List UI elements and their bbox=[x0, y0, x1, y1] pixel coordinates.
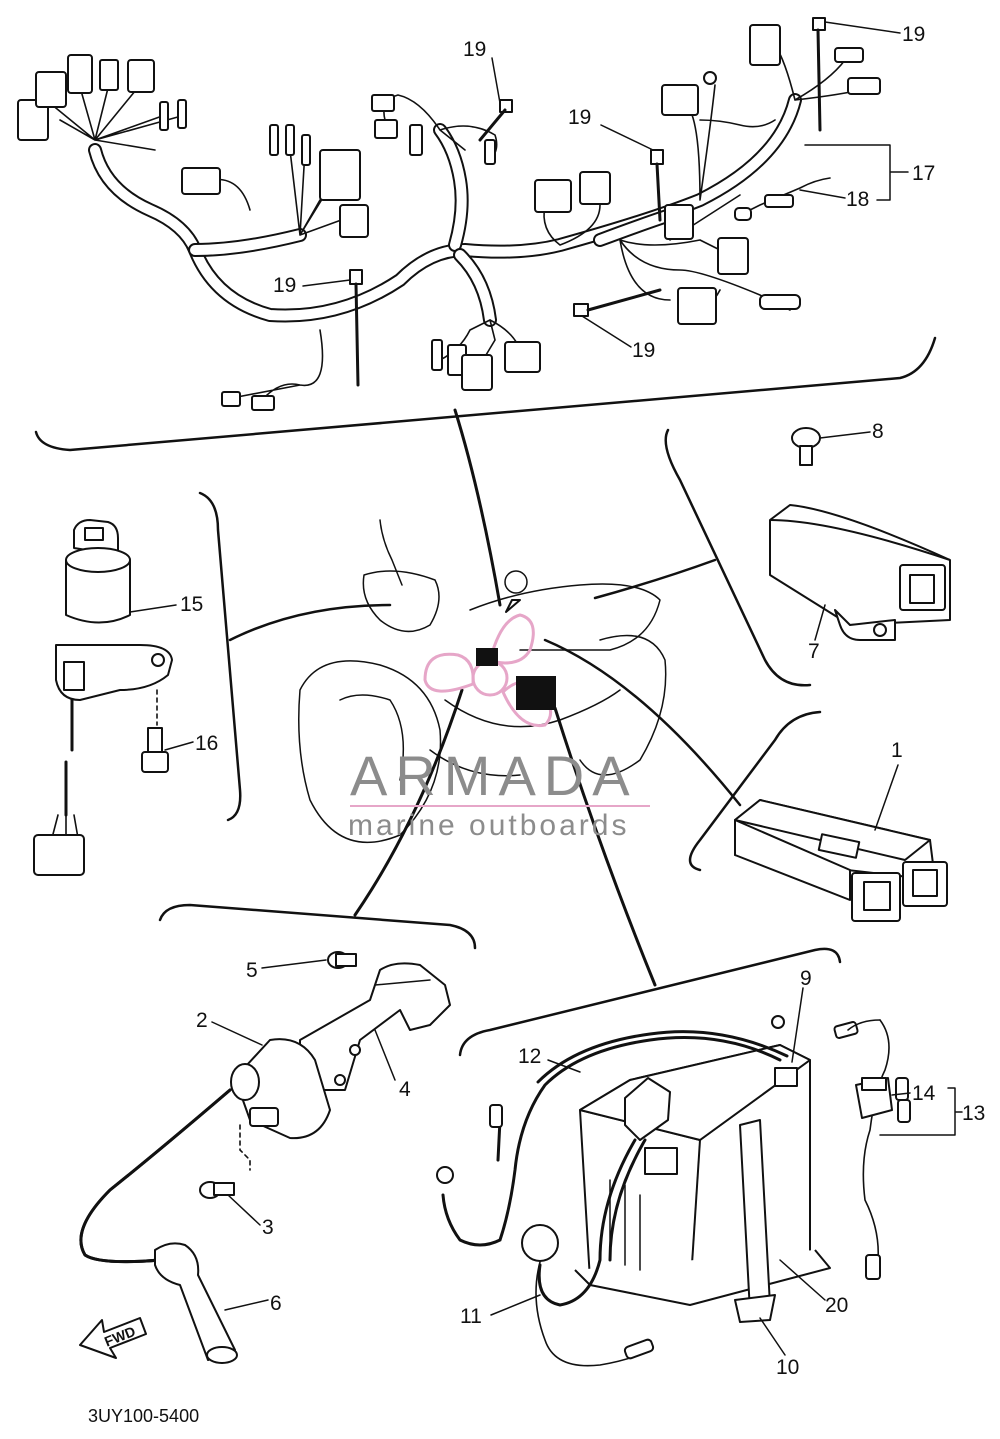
starter-fuse bbox=[833, 1019, 911, 1280]
cdi-unit bbox=[734, 799, 948, 922]
callout-3: 3 bbox=[262, 1216, 274, 1239]
callout-5: 5 bbox=[246, 959, 258, 982]
screw-8 bbox=[791, 427, 821, 466]
coil-bracket bbox=[299, 962, 451, 1091]
callout-15: 15 bbox=[180, 593, 203, 616]
harness-connectors bbox=[17, 24, 881, 411]
callout-1: 1 bbox=[891, 739, 903, 762]
callout-leaders bbox=[129, 21, 963, 1356]
fwd-arrow: FWD bbox=[79, 1317, 147, 1359]
main-switch bbox=[33, 519, 173, 876]
callout-19-left: 19 bbox=[273, 274, 296, 297]
callout-19-top-center: 19 bbox=[463, 38, 486, 61]
bolt-16 bbox=[141, 689, 169, 773]
main-fuse bbox=[734, 177, 831, 221]
callout-19-top-right: 19 bbox=[902, 23, 925, 46]
battery-cables bbox=[436, 1015, 789, 1367]
bolt-5 bbox=[327, 951, 357, 969]
watermark-logo: ARMADA marine outboards bbox=[348, 613, 650, 842]
fwd-label: FWD bbox=[102, 1323, 138, 1350]
callout-19-bottom: 19 bbox=[632, 339, 655, 362]
diagram-part-number: 3UY100-5400 bbox=[88, 1406, 199, 1426]
callout-19-upper-middle: 19 bbox=[568, 106, 591, 129]
ignition-coil bbox=[230, 1038, 331, 1171]
screw-3 bbox=[199, 1181, 235, 1199]
callout-10: 10 bbox=[776, 1356, 799, 1379]
callout-16: 16 bbox=[195, 732, 218, 755]
callout-7: 7 bbox=[808, 640, 820, 663]
callout-17: 17 bbox=[912, 162, 935, 185]
harness-branch-wires bbox=[39, 44, 871, 401]
watermark-brand: ARMADA bbox=[350, 744, 638, 807]
callout-6: 6 bbox=[270, 1292, 282, 1315]
callout-2: 2 bbox=[196, 1009, 208, 1032]
callout-12: 12 bbox=[518, 1045, 541, 1068]
callout-18: 18 bbox=[846, 188, 869, 211]
motorcycle-outline bbox=[298, 519, 667, 844]
leader-lines bbox=[228, 408, 742, 987]
callout-13: 13 bbox=[962, 1102, 985, 1125]
callout-9: 9 bbox=[800, 967, 812, 990]
callouts: 19 19 19 19 19 17 18 8 7 1 15 16 5 2 4 3… bbox=[180, 23, 985, 1379]
callout-4: 4 bbox=[399, 1078, 411, 1101]
callout-11: 11 bbox=[460, 1305, 482, 1328]
callout-8: 8 bbox=[872, 420, 884, 443]
rectifier-regulator bbox=[769, 504, 951, 641]
plug-cap bbox=[79, 1088, 238, 1364]
wire-harness bbox=[88, 93, 802, 327]
callout-14: 14 bbox=[912, 1082, 936, 1105]
section-frames bbox=[34, 336, 937, 1057]
callout-20: 20 bbox=[825, 1294, 848, 1317]
watermark-tagline: marine outboards bbox=[348, 809, 629, 842]
cable-ties bbox=[349, 17, 826, 387]
